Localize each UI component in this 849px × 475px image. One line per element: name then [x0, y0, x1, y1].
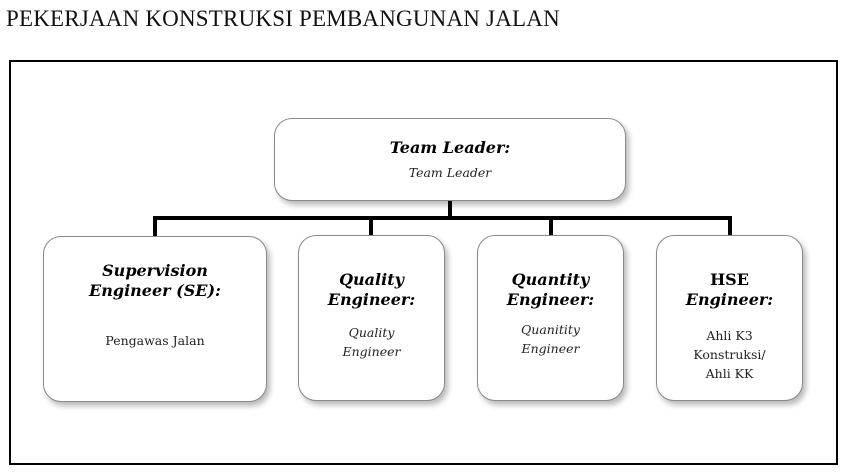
quality-engineer-node: Quality Engineer: Quality Engineer	[298, 235, 445, 401]
team-leader-role: Team Leader:	[275, 138, 625, 158]
role-line: Engineer (SE):	[89, 281, 221, 300]
hse-engineer-desc: Ahli K3 Konstruksi/ Ahli KK	[657, 326, 802, 383]
role-line: Quality	[339, 270, 404, 289]
desc-line: Quanitity	[521, 322, 580, 337]
role-line: Quantity	[511, 270, 590, 289]
desc-line: Engineer	[342, 344, 401, 359]
quality-engineer-role: Quality Engineer:	[299, 270, 444, 310]
diagram-frame	[9, 60, 838, 465]
desc-line: Konstruksi/	[693, 347, 766, 362]
role-line: Team Leader:	[389, 138, 511, 157]
hse-engineer-role: HSE Engineer:	[657, 270, 802, 310]
desc-line: Pengawas Jalan	[105, 333, 205, 348]
role-line: Engineer:	[685, 290, 774, 309]
quantity-engineer-role: Quantity Engineer:	[478, 270, 623, 310]
quantity-engineer-desc: Quanitity Engineer	[478, 320, 623, 358]
role-line: Engineer:	[327, 290, 416, 309]
desc-line: Engineer	[521, 341, 580, 356]
quantity-engineer-node: Quantity Engineer: Quanitity Engineer	[477, 235, 624, 401]
desc-line: Team Leader	[408, 165, 492, 180]
desc-line: Ahli K3	[706, 328, 753, 343]
role-line: HSE	[710, 270, 749, 289]
team-leader-desc: Team Leader	[275, 163, 625, 182]
quality-engineer-desc: Quality Engineer	[299, 323, 444, 361]
hse-engineer-node: HSE Engineer: Ahli K3 Konstruksi/ Ahli K…	[656, 235, 803, 401]
page-title: PEKERJAAN KONSTRUKSI PEMBANGUNAN JALAN	[6, 6, 560, 31]
role-line: Supervision	[102, 261, 208, 280]
supervision-engineer-role: Supervision Engineer (SE):	[44, 261, 266, 301]
supervision-engineer-desc: Pengawas Jalan	[44, 331, 266, 350]
desc-line: Ahli KK	[705, 366, 754, 381]
desc-line: Quality	[348, 325, 395, 340]
supervision-engineer-node: Supervision Engineer (SE): Pengawas Jala…	[43, 236, 267, 402]
team-leader-node: Team Leader: Team Leader	[274, 118, 626, 201]
role-line: Engineer:	[506, 290, 595, 309]
